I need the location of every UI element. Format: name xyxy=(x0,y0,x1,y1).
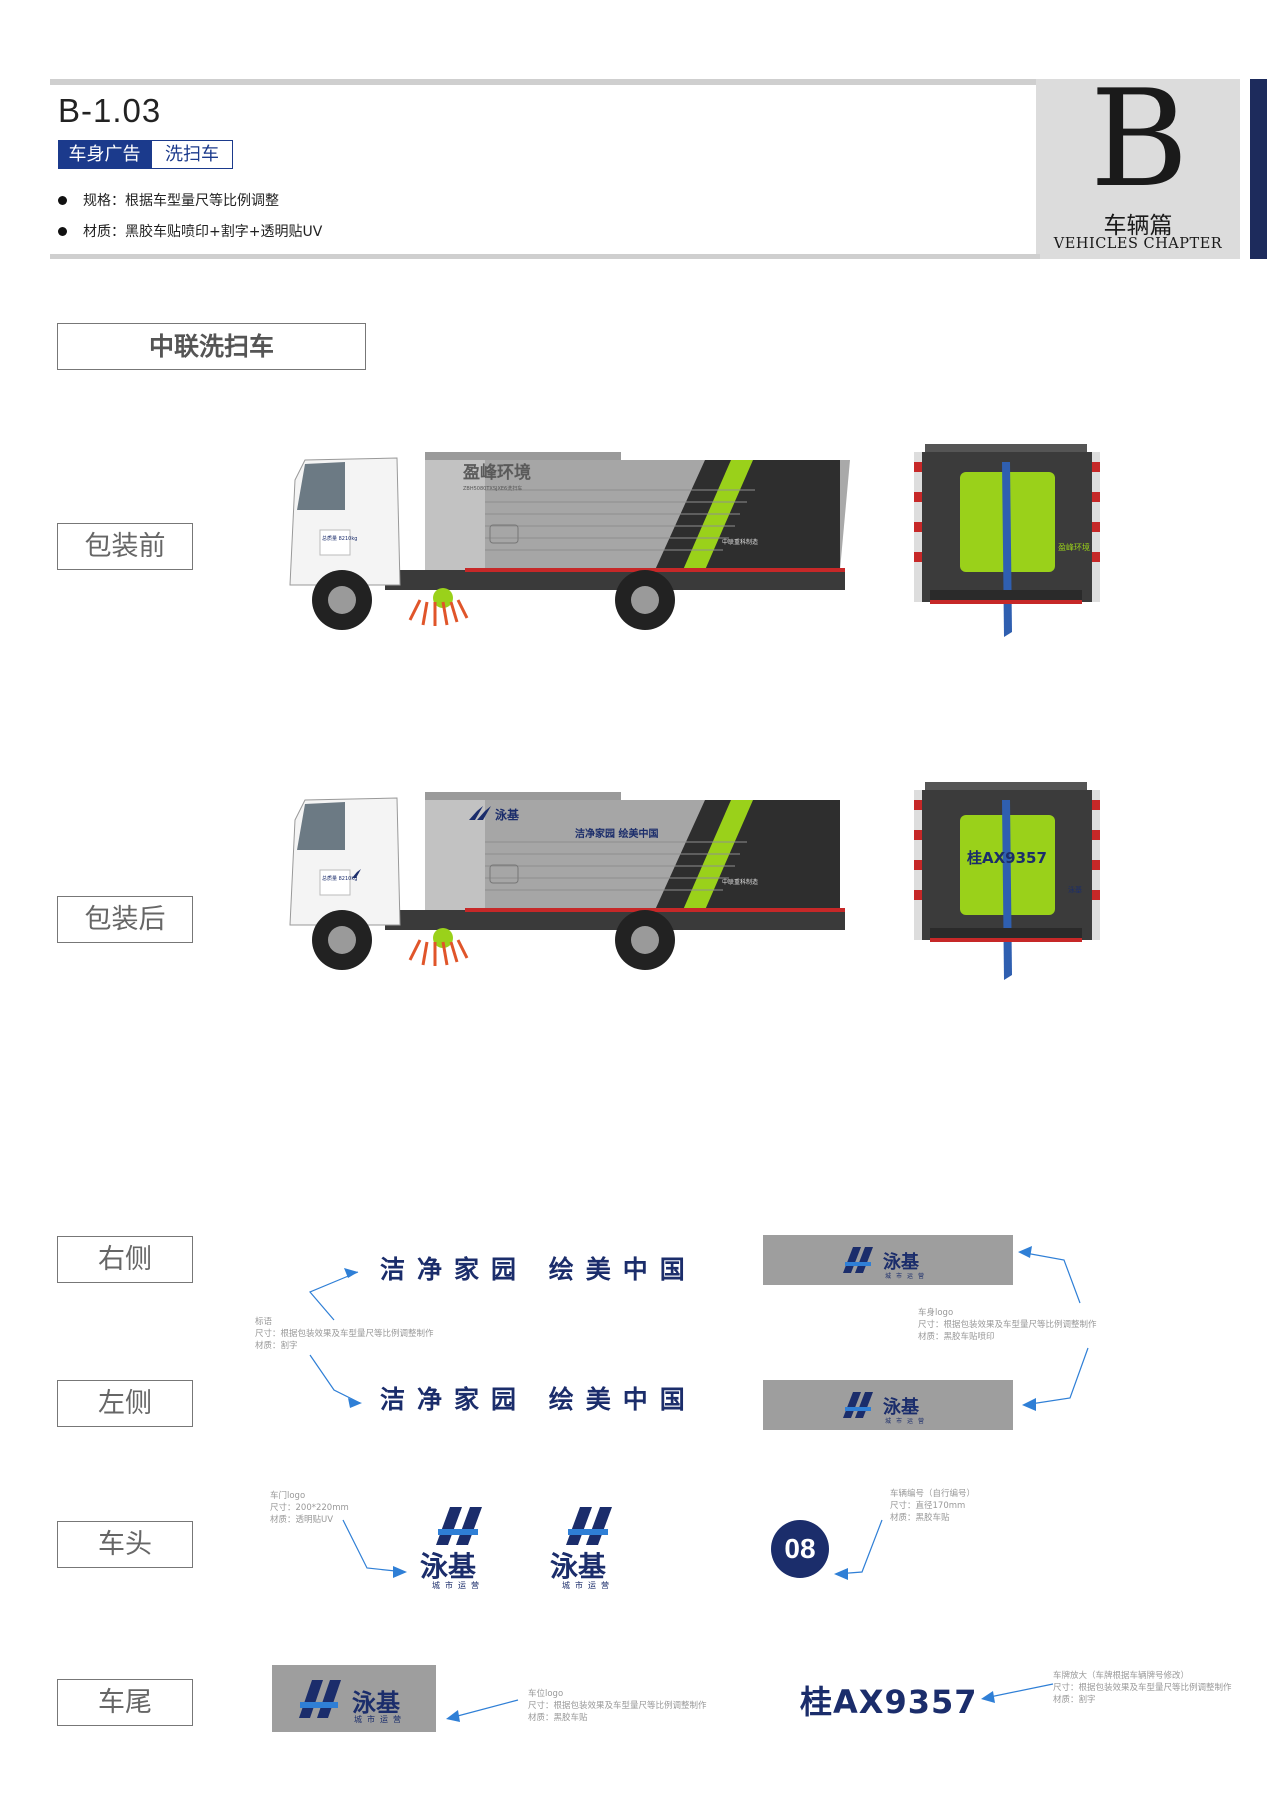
bullet-icon xyxy=(58,195,67,205)
section-title: 中联洗扫车 xyxy=(57,323,366,370)
truck-maker-text: 中联重科制造 xyxy=(722,878,758,886)
spec-material: 材质：黑胶车贴喷印+割字+透明贴UV xyxy=(58,221,322,241)
slogan-left: 洁净家园 绘美中国 xyxy=(380,1385,697,1414)
note-slogan-line: 材质：割字 xyxy=(255,1341,298,1351)
truck-rear-after: 桂AX9357 泳基 xyxy=(914,782,1100,980)
label-left-side: 左侧 xyxy=(57,1380,193,1427)
door-logo-name: 泳基 xyxy=(420,1550,477,1583)
note-plate-enlarge-line: 尺寸：根据包装效果及车型量尺等比例调整制作 xyxy=(1053,1683,1232,1693)
label-before: 包装前 xyxy=(57,523,193,570)
truck-side-before: 盈峰环境 ZBH5080TXSJXE6洗扫车 中联重科制造 总质量 8210kg xyxy=(289,452,850,630)
rear-logo-arrow xyxy=(446,1699,519,1722)
chapter-side-bar xyxy=(1250,79,1267,259)
logo-mark-icon xyxy=(436,1507,482,1545)
door-text: 总质量 8210kg xyxy=(322,535,357,542)
note-rear-logo-line: 材质：黑胶车贴 xyxy=(528,1713,588,1723)
rear-plate-logo-name: 泳基 xyxy=(352,1689,400,1717)
vehicle-number-arrow xyxy=(834,1519,883,1580)
plate-logo-sub: 城市运营 xyxy=(885,1273,930,1280)
truck-brand-text: 盈峰环境 xyxy=(462,462,531,483)
slogan-arrows xyxy=(309,1268,362,1408)
rear-plate-text: 桂AX9357 xyxy=(966,849,1047,867)
note-body-logo-line: 车身logo xyxy=(918,1308,954,1318)
door-logo-name: 泳基 xyxy=(550,1550,607,1583)
note-door-logo-line: 车门logo xyxy=(270,1491,306,1501)
note-body-logo: 车身logo 尺寸：根据包装效果及车型量尺等比例调整制作 材质：黑胶车贴喷印 xyxy=(918,1307,1097,1343)
body-logo-plate-left: 泳基 城市运营 xyxy=(763,1380,1013,1430)
note-door-logo: 车门logo 尺寸：200*220mm 材质：透明贴UV xyxy=(270,1490,349,1526)
door-text: 总质量 8210kg xyxy=(322,875,357,882)
slogan-right: 洁净家园 绘美中国 xyxy=(380,1255,697,1284)
note-slogan-line: 标语 xyxy=(255,1317,273,1327)
label-right-side: 右侧 xyxy=(57,1236,193,1283)
truck-rear-before: 盈峰环境 xyxy=(914,444,1100,637)
note-vehicle-number: 车辆编号（自行编号） 尺寸：直径170mm 材质：黑胶车贴 xyxy=(890,1488,975,1524)
door-logo-sub: 城市运营 xyxy=(562,1581,614,1590)
truck-logo-text: 泳基 xyxy=(495,807,520,822)
door-logo-sub: 城市运营 xyxy=(432,1581,484,1590)
rear-logo-text: 泳基 xyxy=(1068,885,1082,894)
note-door-logo-line: 材质：透明贴UV xyxy=(270,1515,334,1525)
chapter-letter: B xyxy=(1090,61,1189,217)
note-rear-logo: 车位logo 尺寸：根据包装效果及车型量尺等比例调整制作 材质：黑胶车贴 xyxy=(528,1688,707,1724)
note-vehicle-number-line: 材质：黑胶车贴 xyxy=(890,1513,950,1523)
body-logo-arrows xyxy=(1018,1246,1089,1411)
door-logo-arrow xyxy=(342,1519,407,1578)
spec-size-text: 规格：根据车型量尺等比例调整 xyxy=(83,193,279,209)
plate-number-arrow xyxy=(981,1683,1054,1703)
spec-material-text: 材质：黑胶车贴喷印+割字+透明贴UV xyxy=(83,224,323,240)
logo-mark-icon xyxy=(566,1507,612,1545)
truck-side-after: 泳基 洁净家园 绘美中国 中联重科制造 总质量 8210kg xyxy=(289,792,845,970)
chapter-panel xyxy=(1036,79,1240,259)
spec-size: 规格：根据车型量尺等比例调整 xyxy=(58,190,279,210)
page-code: B-1.03 xyxy=(58,92,162,129)
rear-logo-plate: 泳基 城市运营 xyxy=(272,1665,436,1732)
note-rear-logo-line: 尺寸：根据包装效果及车型量尺等比例调整制作 xyxy=(528,1701,707,1711)
header-bottom-rule xyxy=(50,254,1040,259)
note-vehicle-number-line: 车辆编号（自行编号） xyxy=(890,1489,976,1499)
logo-mark-icon xyxy=(843,1392,873,1418)
rear-plate-logo-sub: 城市运营 xyxy=(354,1715,406,1724)
plate-logo-name: 泳基 xyxy=(883,1252,919,1273)
truck-slogan-text: 洁净家园 绘美中国 xyxy=(575,827,658,840)
note-body-logo-line: 尺寸：根据包装效果及车型量尺等比例调整制作 xyxy=(918,1320,1097,1330)
subcategory-tag: 洗扫车 xyxy=(151,140,233,169)
chapter-title-en: VEHICLES CHAPTER xyxy=(1053,236,1223,252)
label-front: 车头 xyxy=(57,1521,193,1568)
note-slogan-line: 尺寸：根据包装效果及车型量尺等比例调整制作 xyxy=(255,1329,434,1339)
chapter-title-cn: 车辆篇 xyxy=(1103,213,1173,239)
note-body-logo-line: 材质：黑胶车贴喷印 xyxy=(918,1332,995,1342)
plate-logo-sub: 城市运营 xyxy=(885,1418,930,1425)
plate-number: 桂AX9357 xyxy=(800,1683,978,1721)
plate-logo-name: 泳基 xyxy=(883,1397,919,1418)
truck-model-text: ZBH5080TXSJXE6洗扫车 xyxy=(463,485,522,492)
truck-maker-text: 中联重科制造 xyxy=(722,538,758,546)
body-logo-plate-right: 泳基 城市运营 xyxy=(763,1235,1013,1285)
category-tag: 车身广告 xyxy=(58,140,151,169)
vehicle-number-badge: 08 xyxy=(771,1520,829,1578)
note-slogan: 标语 尺寸：根据包装效果及车型量尺等比例调整制作 材质：割字 xyxy=(255,1316,434,1352)
note-plate-enlarge-line: 车牌放大（车牌根据车辆牌号修改） xyxy=(1053,1671,1190,1681)
logo-mark-icon xyxy=(299,1680,341,1718)
note-vehicle-number-line: 尺寸：直径170mm xyxy=(890,1501,966,1511)
note-rear-logo-line: 车位logo xyxy=(528,1689,564,1699)
header-top-rule xyxy=(50,79,1240,85)
logo-mark-icon xyxy=(843,1247,873,1273)
note-plate-enlarge-line: 材质：割字 xyxy=(1053,1695,1096,1705)
note-door-logo-line: 尺寸：200*220mm xyxy=(270,1503,349,1513)
note-plate-enlarge: 车牌放大（车牌根据车辆牌号修改） 尺寸：根据包装效果及车型量尺等比例调整制作 材… xyxy=(1053,1670,1232,1706)
rear-brand-text: 盈峰环境 xyxy=(1058,542,1090,552)
bullet-icon xyxy=(58,226,67,236)
label-rear: 车尾 xyxy=(57,1679,193,1726)
label-after: 包装后 xyxy=(57,896,193,943)
